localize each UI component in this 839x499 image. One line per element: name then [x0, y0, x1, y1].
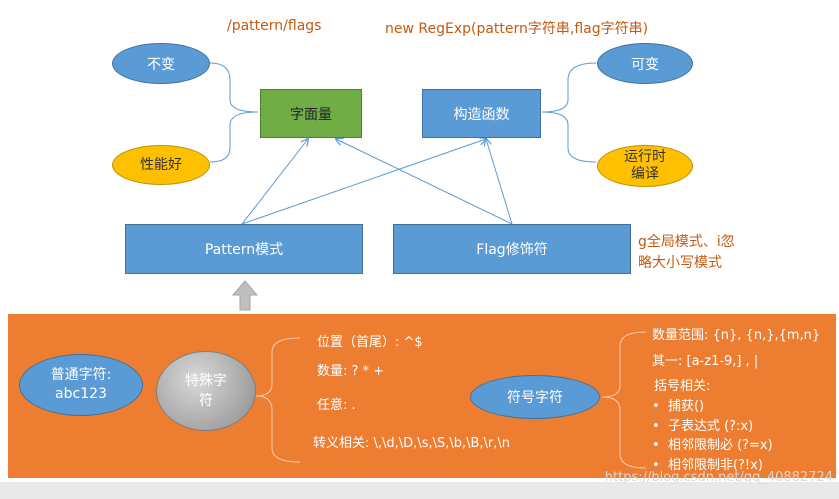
runtime-label-line2: 编译	[631, 166, 659, 182]
position-item: 位置（首尾）: ^$	[317, 335, 423, 350]
pattern-to-literal-arrow	[241, 139, 308, 225]
special-chars-ellipse: 特殊字 符	[156, 351, 256, 431]
syntax-panel	[8, 314, 836, 478]
quantity-item: 数量: ? * +	[317, 364, 385, 379]
constructor-box: 构造函数	[422, 89, 541, 138]
flag-note: g全局模式、i忽 略大小写模式	[638, 232, 735, 274]
pattern-to-constructor-arrow	[241, 139, 486, 225]
bracket-item-capture-text: 捕获()	[667, 399, 705, 414]
symbol-chars-label: 符号字符	[507, 390, 563, 406]
ordinary-chars-line1: 普通字符:	[50, 367, 112, 383]
bracket-item-subexpr-text: 子表达式 (?:x)	[667, 419, 754, 434]
symbol-chars-brace	[601, 331, 647, 469]
literal-box: 字面量	[260, 89, 362, 138]
literal-label: 字面量	[290, 106, 332, 123]
constructor-syntax-caption: new RegExp(pattern字符串,flag字符串)	[385, 21, 649, 37]
bottom-strip	[0, 482, 839, 499]
flag-to-constructor-arrow	[486, 139, 513, 225]
flag-note-line1: g全局模式、i忽	[638, 234, 735, 250]
range-item: 数量范围: {n}, {n,},{m,n}	[652, 328, 821, 343]
brackets-title: 括号相关:	[654, 379, 711, 394]
performance-ellipse: 性能好	[112, 145, 210, 185]
constructor-label: 构造函数	[453, 106, 510, 123]
symbol-chars-ellipse: 符号字符	[470, 375, 600, 419]
any-item: 任意: .	[317, 398, 356, 413]
bracket-item-negative-lookahead: • 相邻限制非(?!x)	[652, 458, 763, 473]
mutable-label: 可变	[631, 56, 659, 73]
bracket-item-lookahead-text: 相邻限制必 (?=x)	[667, 438, 773, 453]
literal-syntax-caption: /pattern/flags	[227, 18, 322, 34]
up-arrow-icon	[231, 280, 259, 311]
pattern-box: Pattern模式	[125, 224, 363, 274]
flag-note-line2: 略大小写模式	[638, 255, 722, 271]
runtime-label-line1: 运行时	[624, 149, 666, 165]
bracket-item-capture: • 捕获()	[652, 399, 705, 414]
bracket-item-subexpr: • 子表达式 (?:x)	[652, 419, 754, 434]
bracket-item-lookahead: • 相邻限制必 (?=x)	[652, 438, 773, 453]
flag-to-literal-arrow	[336, 139, 513, 225]
literal-brace	[209, 62, 259, 163]
constructor-brace	[541, 62, 597, 163]
pattern-label: Pattern模式	[204, 242, 284, 258]
performance-label: 性能好	[140, 156, 182, 173]
escape-item: 转义相关: \,\d,\D,\s,\S,\b,\B,\r,\n	[313, 436, 511, 451]
watermark: https://blog.csdn.net/qq_40882724	[604, 470, 833, 485]
ordinary-chars-line2: abc123	[55, 386, 107, 402]
special-chars-line2: 符	[199, 393, 213, 409]
mutable-ellipse: 可变	[597, 43, 693, 84]
special-chars-brace	[255, 337, 301, 463]
ordinary-chars-ellipse: 普通字符: abc123	[19, 354, 143, 416]
special-chars-line1: 特殊字	[185, 373, 227, 389]
one-of-item: 其一: [a-z1-9,] , |	[652, 354, 759, 369]
bracket-item-negative-lookahead-text: 相邻限制非(?!x)	[667, 458, 763, 473]
immutable-ellipse: 不变	[112, 43, 210, 84]
flag-box: Flag修饰符	[393, 224, 631, 274]
immutable-label: 不变	[147, 56, 175, 73]
runtime-compile-ellipse: 运行时 编译	[597, 145, 693, 187]
flag-label: Flag修饰符	[476, 242, 548, 258]
